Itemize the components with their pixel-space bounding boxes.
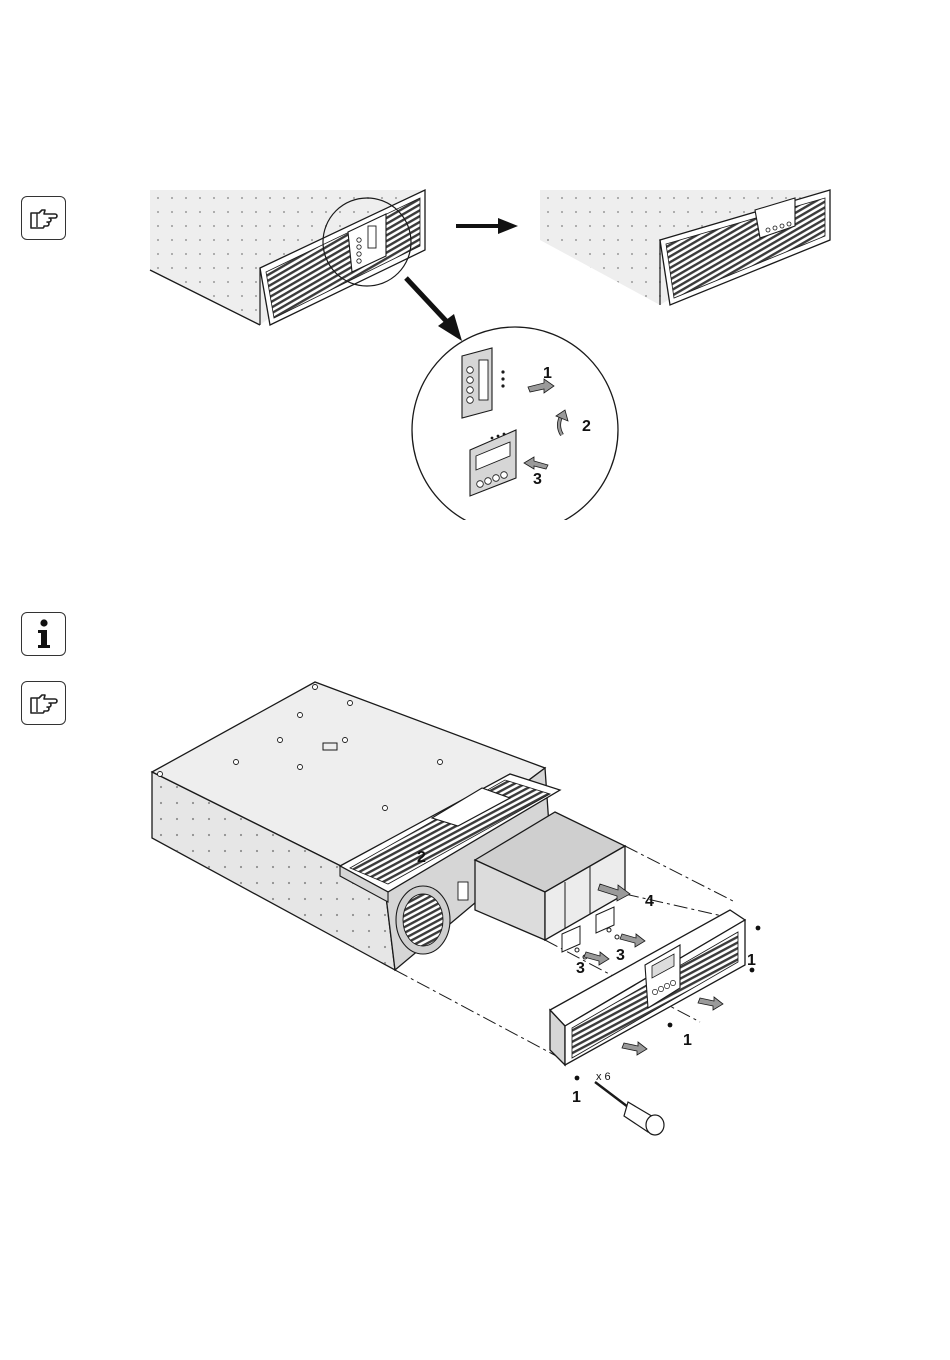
- step-hand-icon-box-1: [21, 196, 66, 240]
- callout-cover: 2: [417, 849, 426, 866]
- right-arrow-icon: [456, 218, 518, 234]
- pointing-hand-icon: [29, 207, 59, 229]
- callout-2: 2: [582, 418, 591, 435]
- callout-bracket-b: 3: [616, 947, 625, 964]
- figure-display-rotation: 1 2 3: [140, 180, 860, 520]
- callout-3: 3: [533, 471, 542, 488]
- callout-1: 1: [543, 365, 552, 382]
- screwdriver-icon: [595, 1082, 664, 1135]
- callout-screws-right: 1: [747, 952, 756, 969]
- ups-unit-after: [540, 180, 830, 305]
- step-hand-icon-box-2: [21, 681, 66, 725]
- zoom-arrow-icon: [406, 278, 462, 341]
- callout-screws-front: 1: [683, 1032, 692, 1049]
- zoom-detail: 1 2 3: [412, 327, 618, 520]
- screw-count: x 6: [596, 1071, 611, 1083]
- callout-bracket-a: 3: [576, 960, 585, 977]
- callout-battery: 4: [645, 893, 654, 910]
- figure-battery-removal: 2 4 3 3 1 1 1 x 6: [140, 670, 820, 1140]
- info-icon: [33, 618, 55, 650]
- info-icon-box: [21, 612, 66, 656]
- callout-screws-bottom: 1: [572, 1089, 581, 1106]
- pointing-hand-icon: [29, 692, 59, 714]
- ups-unit-before: [150, 190, 425, 325]
